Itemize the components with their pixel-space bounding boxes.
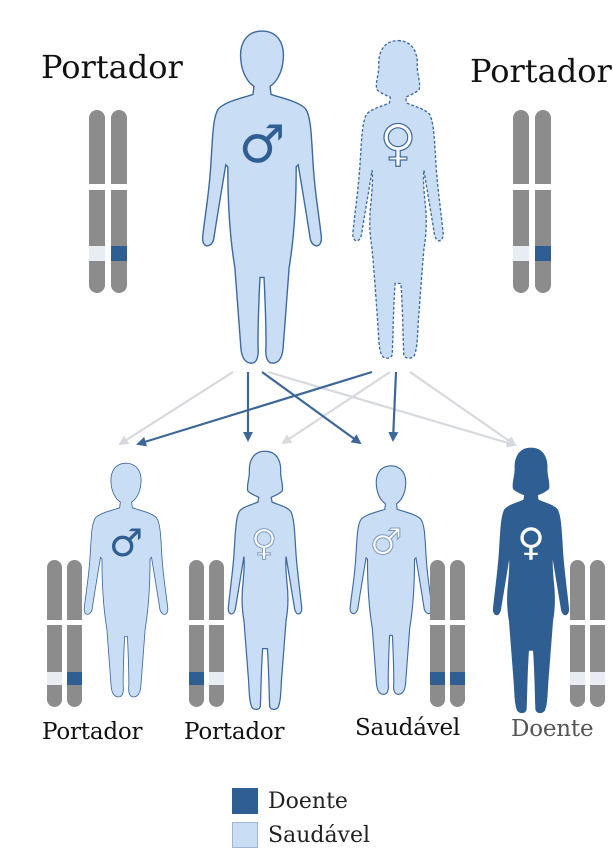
allele-disease xyxy=(67,672,82,685)
child-2-status-label: Portador xyxy=(184,719,284,745)
male-symbol-icon: ♂ xyxy=(239,115,286,175)
child-3-male-symbol-icon: ♂ xyxy=(370,522,402,563)
child-4-figure xyxy=(493,448,568,713)
allele-disease xyxy=(111,246,127,261)
chromosome-pair-mother xyxy=(513,110,551,293)
arrow-dark xyxy=(393,372,396,440)
inheritance-arrows xyxy=(120,372,515,445)
allele-disease xyxy=(450,672,465,685)
child-1-figure xyxy=(84,463,168,697)
child-3-status-label: Saudável xyxy=(355,715,460,741)
allele-healthy xyxy=(89,246,105,261)
allele-healthy xyxy=(513,246,529,261)
allele-disease xyxy=(430,672,445,685)
allele-disease xyxy=(189,672,204,685)
legend-item-saudavel: Saudável xyxy=(232,820,370,850)
legend-swatch-saudavel xyxy=(232,822,258,848)
allele-healthy xyxy=(570,672,585,685)
child-2-figure xyxy=(228,451,301,709)
female-symbol-icon: ♀ xyxy=(380,114,417,172)
legend-item-doente: Doente xyxy=(232,786,348,816)
child-1-male-symbol-icon: ♂ xyxy=(109,521,143,565)
child-2-female-symbol-icon: ♀ xyxy=(251,523,277,564)
child-1-status-label: Portador xyxy=(42,719,142,745)
arrow-light xyxy=(410,372,515,445)
legend-swatch-doente xyxy=(232,788,258,814)
father-figure xyxy=(203,31,322,363)
chromosome-pair-child-2 xyxy=(189,560,224,707)
mother-figure xyxy=(353,41,443,359)
legend-label-doente: Doente xyxy=(268,789,348,814)
allele-healthy xyxy=(590,672,605,685)
chromosome-pair-father xyxy=(89,110,127,293)
father-status-label: Portador xyxy=(41,48,183,86)
child-4-status-label: Doente xyxy=(511,716,593,742)
chromosome-pair-child-4 xyxy=(570,560,605,707)
mother-status-label: Portador xyxy=(470,52,612,90)
arrow-light xyxy=(268,372,515,445)
arrow-dark xyxy=(262,372,360,443)
allele-disease xyxy=(535,246,551,261)
chromosome-pair-child-3 xyxy=(430,560,465,707)
allele-healthy xyxy=(209,672,224,685)
allele-healthy xyxy=(47,672,62,685)
legend-label-saudavel: Saudável xyxy=(268,823,370,848)
child-4-female-symbol-icon: ♀ xyxy=(517,520,545,564)
child-3-figure xyxy=(350,466,432,695)
chromosome-pair-child-1 xyxy=(47,560,82,707)
